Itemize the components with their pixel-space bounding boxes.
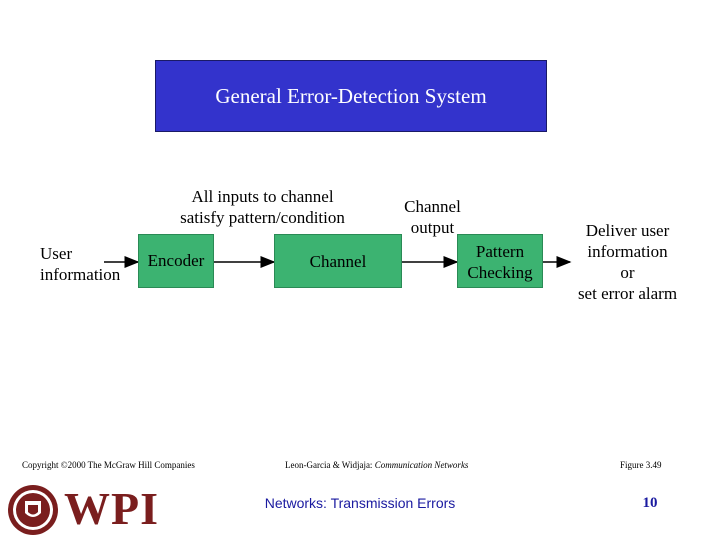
channel-box [274,234,402,288]
user-information-label: User information [40,244,121,284]
bottom-title: Networks: Transmission Errors [264,495,456,511]
citation: Leon-Garcia & Widjaja: Communication Net… [285,460,468,470]
encoder-label: Encoder [147,251,205,270]
figure-label: Figure 3.49 [620,460,662,470]
channel-output-note: Channel output [404,197,461,237]
citation-book: Communication Networks [374,460,469,470]
copyright-text: Copyright ©2000 The McGraw Hill Companie… [22,460,195,470]
slide-title: General Error-Detection System [215,83,487,108]
encoder-box [138,234,214,288]
wpi-logo-text: WPI [64,483,159,534]
channel-label: Channel [309,252,367,271]
wpi-seal-icon [8,485,58,535]
channel-input-note: All inputs to channel satisfy pattern/co… [180,187,345,227]
page-number: 10 [642,495,658,511]
pattern-checking-box [457,234,543,288]
citation-authors: Leon-Garcia & Widjaja: [285,460,375,470]
title-box: General Error-Detection System [155,60,547,132]
deliver-note: Deliver user information or set error al… [577,221,678,303]
pattern-checking-label: Pattern Checking [467,242,533,282]
